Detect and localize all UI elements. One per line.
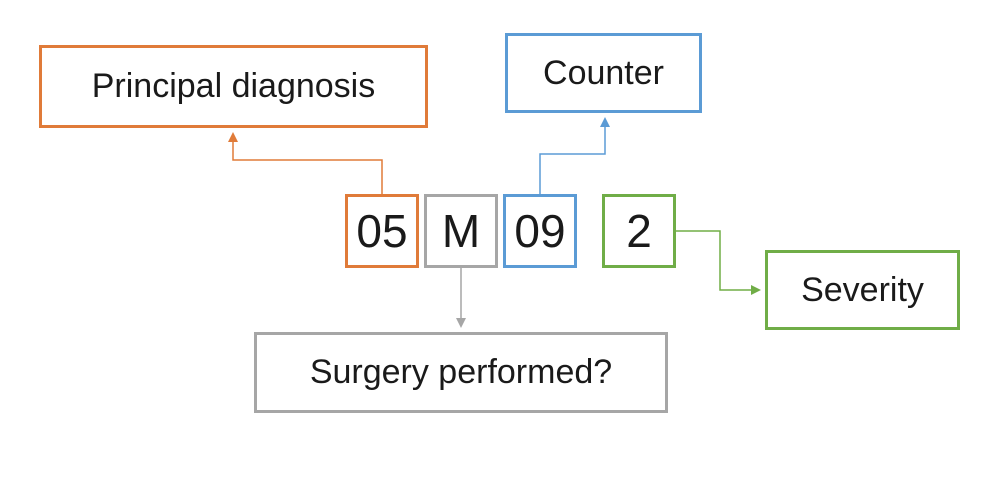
severity-text: Severity <box>801 270 924 309</box>
code-part-counter-text: 09 <box>514 205 566 257</box>
severity-label: Severity <box>765 250 960 330</box>
counter-connector <box>539 117 610 194</box>
principal-diagnosis-label: Principal diagnosis <box>39 45 428 128</box>
code-part-principal-text: 05 <box>356 205 408 257</box>
counter-text: Counter <box>543 53 664 92</box>
code-part-surgery: M <box>424 194 498 268</box>
surgery-performed-text: Surgery performed? <box>309 353 613 391</box>
code-part-counter: 09 <box>503 194 577 268</box>
principal-diagnosis-text: Principal diagnosis <box>91 67 376 105</box>
severity-connector <box>676 230 761 295</box>
code-part-severity-text: 2 <box>626 205 652 257</box>
code-part-principal: 05 <box>345 194 419 268</box>
counter-label: Counter <box>505 33 702 113</box>
surgery-performed-label: Surgery performed? <box>254 332 668 413</box>
code-part-severity: 2 <box>602 194 676 268</box>
principal-connector <box>228 132 383 194</box>
code-part-surgery-text: M <box>441 205 481 257</box>
